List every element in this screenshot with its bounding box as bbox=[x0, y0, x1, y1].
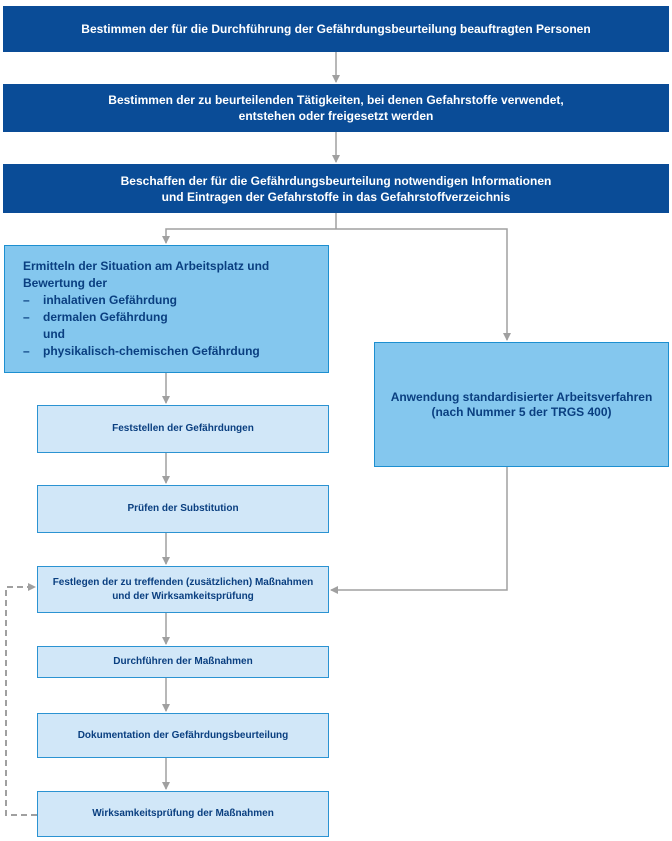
situation-heading-line-1: Ermitteln der Situation am Arbeitsplatz … bbox=[23, 259, 270, 273]
feedback-loop-arrow bbox=[5, 583, 37, 816]
step-activities-line-1: Bestimmen der zu beurteilenden Tätigkeit… bbox=[108, 93, 564, 107]
step-standard-procedures: Anwendung standardisierter Arbeitsverfah… bbox=[374, 342, 669, 467]
step-information-line-2: und Eintragen der Gefahrstoffe in das Ge… bbox=[161, 189, 511, 204]
effectiveness-text: Wirksamkeitsprüfung der Maßnahmen bbox=[92, 808, 274, 819]
step-persons-text: Bestimmen der für die Durchführung der G… bbox=[81, 22, 591, 36]
documentation-text: Dokumentation der Gefährdungsbeurteilung bbox=[77, 729, 289, 741]
step-activities-line-2: entstehen oder freigesetzt werden bbox=[238, 109, 434, 123]
step-determine-persons: Bestimmen der für die Durchführung der G… bbox=[3, 6, 669, 52]
measures-line-2: und der Wirksamkeitsprüfung bbox=[112, 590, 254, 602]
situation-item-label: dermalen Gefährdung bbox=[43, 310, 168, 324]
implement-text: Durchführen der Maßnahmen bbox=[113, 656, 253, 667]
situation-item-label: inhalativen Gefährdung bbox=[43, 293, 178, 307]
step-determine-situation: Ermitteln der Situation am Arbeitsplatz … bbox=[4, 245, 329, 373]
step-identify-hazards: Feststellen der Gefährdungen bbox=[37, 405, 329, 453]
situation-item-dermal: – dermalen Gefährdung bbox=[23, 309, 328, 326]
step-implement-measures: Durchführen der Maßnahmen bbox=[37, 646, 329, 678]
situation-heading-line-2: Bewertung der bbox=[23, 276, 108, 290]
measures-line-1: Festlegen der zu treffenden (zusätzliche… bbox=[52, 576, 314, 588]
standard-line-2: (nach Nummer 5 der TRGS 400) bbox=[431, 404, 612, 419]
arrow-standard-to-measures bbox=[330, 467, 508, 594]
arrow-to-situation bbox=[162, 228, 336, 244]
standard-line-1: Anwendung standardisierter Arbeitsverfah… bbox=[390, 389, 653, 404]
situation-item-physicochemical: – physikalisch-chemischen Gefährdung bbox=[23, 343, 328, 360]
list-dash: – bbox=[23, 310, 30, 324]
situation-item-label: physikalisch-chemischen Gefährdung bbox=[43, 344, 260, 358]
substitution-text: Prüfen der Substitution bbox=[127, 503, 239, 514]
step-gather-information: Beschaffen der für die Gefährdungsbeurte… bbox=[3, 164, 669, 213]
list-dash: – bbox=[23, 344, 30, 358]
situation-item-inhalative: – inhalativen Gefährdung bbox=[23, 292, 328, 309]
arrow-to-standard bbox=[336, 228, 511, 341]
step-effectiveness-check: Wirksamkeitsprüfung der Maßnahmen bbox=[37, 791, 329, 837]
hazards-text: Feststellen der Gefährdungen bbox=[112, 423, 254, 434]
list-dash: – bbox=[23, 293, 30, 307]
step-check-substitution: Prüfen der Substitution bbox=[37, 485, 329, 533]
step-define-measures: Festlegen der zu treffenden (zusätzliche… bbox=[37, 566, 329, 613]
step-documentation: Dokumentation der Gefährdungsbeurteilung bbox=[37, 713, 329, 758]
step-information-line-1: Beschaffen der für die Gefährdungsbeurte… bbox=[120, 173, 552, 188]
step-determine-activities: Bestimmen der zu beurteilenden Tätigkeit… bbox=[3, 84, 669, 132]
situation-hazard-list: – inhalativen Gefährdung – dermalen Gefä… bbox=[23, 292, 328, 360]
situation-connector-und: und bbox=[43, 327, 65, 341]
